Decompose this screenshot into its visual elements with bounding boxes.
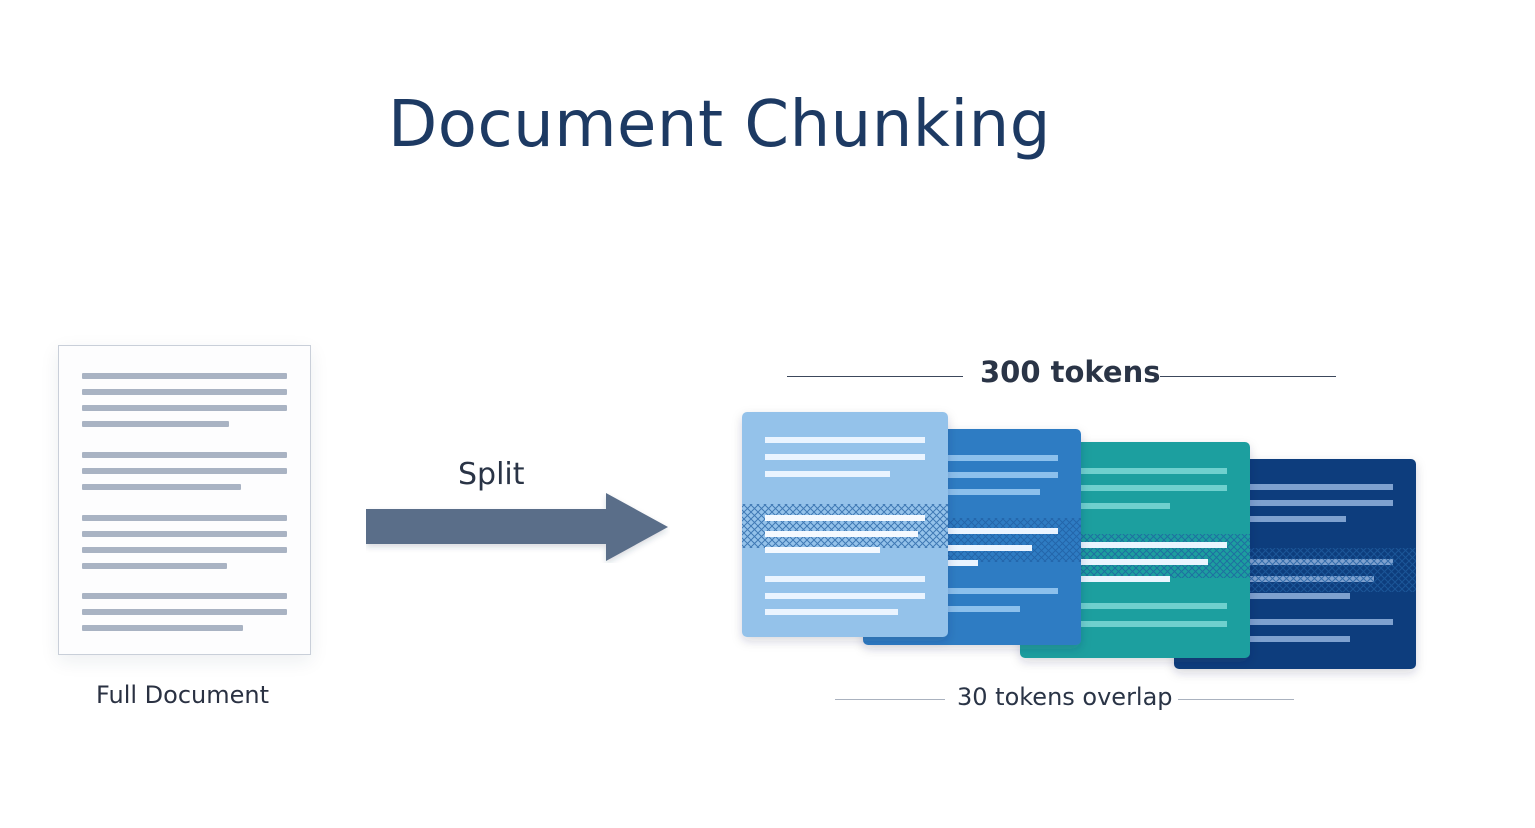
overlap-rule-right xyxy=(1178,699,1294,700)
text-line xyxy=(82,373,287,379)
chunk-size-rule-right xyxy=(1160,376,1336,377)
split-label: Split xyxy=(458,457,525,492)
overlap-label: 30 tokens overlap xyxy=(957,683,1173,711)
full-document-caption: Full Document xyxy=(96,681,270,709)
text-line xyxy=(82,515,287,521)
chunk-size-label: 300 tokens xyxy=(980,355,1161,389)
text-line xyxy=(82,484,241,490)
overlap-rule-left xyxy=(835,699,945,700)
text-line xyxy=(82,593,287,599)
text-line xyxy=(82,547,287,553)
text-line xyxy=(82,625,243,631)
text-line xyxy=(82,609,287,615)
text-line xyxy=(82,531,287,537)
text-line xyxy=(82,452,287,458)
split-arrow-icon xyxy=(366,493,668,561)
full-document-icon xyxy=(58,345,311,655)
text-line xyxy=(82,468,287,474)
diagram-title: Document Chunking xyxy=(388,88,1051,162)
chunk-stack xyxy=(742,412,1416,669)
chunk-size-rule-left xyxy=(787,376,963,377)
text-line xyxy=(82,421,229,427)
chunk-1-card xyxy=(742,412,948,637)
text-line xyxy=(82,389,287,395)
text-line xyxy=(82,563,227,569)
text-line xyxy=(82,405,287,411)
